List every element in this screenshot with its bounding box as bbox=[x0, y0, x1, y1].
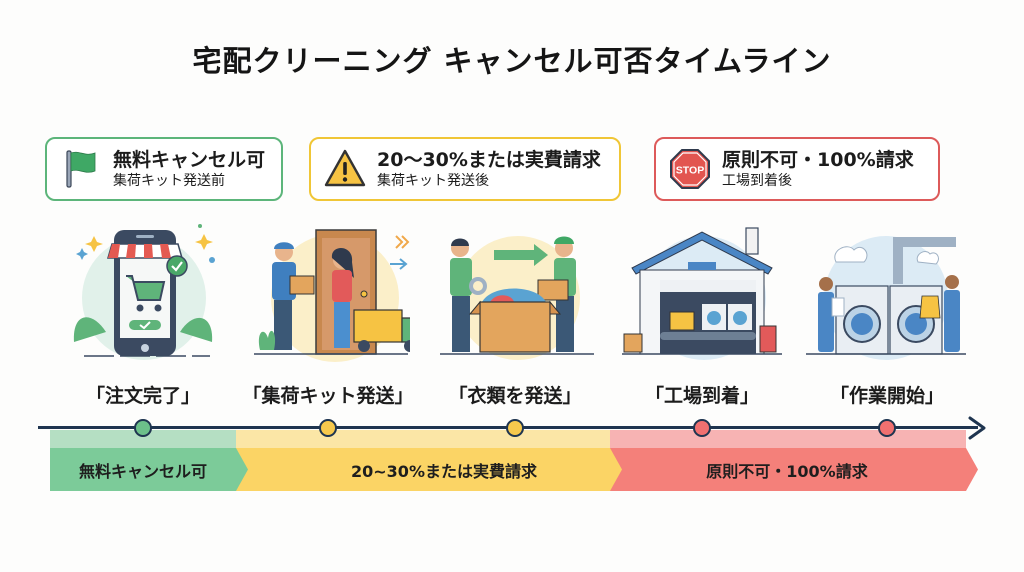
page-title: 宅配クリーニング キャンセル可否タイムライン bbox=[192, 44, 832, 78]
band-label: 20~30%または実費請求 bbox=[351, 461, 537, 481]
legend-main-text: 20〜30%または実費請求 bbox=[377, 148, 601, 171]
step-label-kit-shipped: 「集荷キット発送」 bbox=[242, 385, 414, 407]
legend-no-cancel: STOP 原則不可・100%請求 工場到着後 bbox=[654, 137, 940, 201]
band-partial-charge: 20~30%または実費請求 bbox=[236, 448, 622, 491]
timeline-node-clothes-sent bbox=[506, 419, 524, 437]
legend-sub-text: 工場到着後 bbox=[722, 172, 792, 189]
band-light-free bbox=[50, 430, 236, 449]
step-label-clothes-sent: 「衣類を発送」 bbox=[448, 385, 582, 407]
step-label-factory-arrival: 「工場到着」 bbox=[644, 385, 759, 407]
timeline-node-order-complete bbox=[134, 419, 152, 437]
factory-arrival-illustration bbox=[622, 222, 782, 364]
step-label-order-complete: 「注文完了」 bbox=[85, 385, 200, 407]
legend-main-text: 原則不可・100%請求 bbox=[722, 148, 914, 171]
packing-clothes-box-illustration bbox=[436, 222, 596, 364]
band-label: 無料キャンセル可 bbox=[78, 461, 207, 481]
band-label: 原則不可・100%請求 bbox=[706, 461, 868, 481]
stop-sign-icon: STOP bbox=[670, 149, 710, 189]
courier-delivers-kit-illustration bbox=[250, 222, 425, 364]
band-no-cancel: 原則不可・100%請求 bbox=[610, 448, 978, 491]
legend-main-text: 無料キャンセル可 bbox=[113, 148, 266, 171]
band-light-partial bbox=[236, 430, 610, 449]
timeline-node-kit-shipped bbox=[319, 419, 337, 437]
warning-triangle-icon bbox=[324, 149, 366, 187]
timeline-node-factory-arrival bbox=[693, 419, 711, 437]
green-flag-icon bbox=[66, 150, 96, 188]
legend-free-cancel: 無料キャンセル可 集荷キット発送前 bbox=[45, 137, 283, 201]
timeline-node-work-start bbox=[878, 419, 896, 437]
arrow-right-icon bbox=[968, 416, 986, 440]
step-label-work-start: 「作業開始」 bbox=[829, 385, 944, 407]
band-light-full bbox=[610, 430, 966, 449]
laundry-work-start-illustration bbox=[806, 222, 966, 364]
legend-sub-text: 集荷キット発送後 bbox=[377, 172, 489, 189]
legend-partial-charge: 20〜30%または実費請求 集荷キット発送後 bbox=[309, 137, 621, 201]
band-free-cancel: 無料キャンセル可 bbox=[50, 448, 248, 491]
smartphone-shop-checkout-illustration bbox=[62, 222, 222, 364]
svg-text:STOP: STOP bbox=[676, 165, 704, 177]
legend-sub-text: 集荷キット発送前 bbox=[113, 172, 225, 189]
